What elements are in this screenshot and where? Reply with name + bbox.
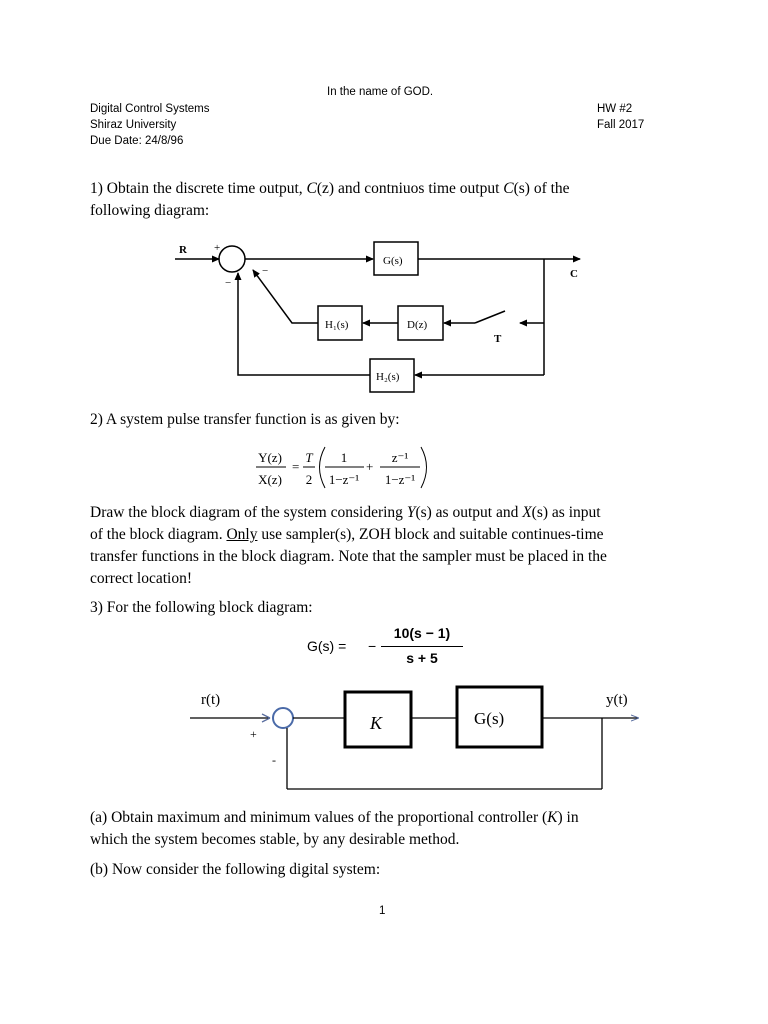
- plus-sign-3: +: [250, 727, 257, 741]
- minus-sign-2: −: [262, 265, 268, 277]
- gs-fraction-bar: [381, 646, 463, 647]
- g-s-block-label: G(s): [474, 709, 504, 728]
- input-label-r: R: [179, 244, 188, 256]
- block-g: [455, 685, 544, 749]
- question-3-text: 3) For the following block diagram:: [90, 599, 313, 616]
- input-label-r-t: r(t): [201, 692, 220, 708]
- part-a-line-2: which the system becomes stable, by any …: [90, 831, 460, 848]
- page-number: 1: [379, 905, 386, 917]
- question-1-line-2: following diagram:: [90, 202, 210, 219]
- document-title: In the name of GOD.: [327, 86, 434, 98]
- g-s-label: G(s): [383, 255, 403, 267]
- eq-frac2-numerator: z⁻¹: [392, 450, 409, 465]
- question-2-para-line-3: transfer functions in the block diagram.…: [90, 548, 607, 565]
- homework-number: HW #2: [597, 103, 633, 115]
- question-2-para-line-4: correct location!: [90, 570, 192, 587]
- part-b-text: (b) Now consider the following digital s…: [90, 861, 381, 878]
- sampler-label-t: T: [494, 333, 502, 345]
- output-label-c: C: [570, 268, 578, 280]
- output-label-y-t: y(t): [606, 692, 628, 708]
- question-1-line-1: 1) Obtain the discrete time output, C(z)…: [90, 180, 570, 197]
- h1-s-label: H₁(s): [325, 319, 349, 331]
- d-z-label: D(z): [407, 319, 427, 331]
- gs-minus: −: [368, 638, 377, 654]
- eq-frac1-denominator: 1−z⁻¹: [329, 472, 359, 487]
- due-date: Due Date: 24/8/96: [90, 135, 184, 147]
- part-a-line-1: (a) Obtain maximum and minimum values of…: [90, 809, 579, 826]
- university-name: Shiraz University: [90, 119, 177, 131]
- eq-t-numerator: T: [305, 450, 313, 465]
- k-label: K: [369, 713, 383, 733]
- gs-numerator: 10(s − 1): [393, 625, 451, 641]
- gs-denominator: s + 5: [406, 650, 438, 666]
- course-name: Digital Control Systems: [90, 103, 210, 115]
- gs-lhs: G(s) =: [307, 638, 347, 654]
- question-2-para-line-2: of the block diagram. Only use sampler(s…: [90, 526, 604, 543]
- summing-junction-3: [272, 707, 294, 729]
- minus-sign-3: -: [272, 753, 276, 767]
- eq-lhs-denominator: X(z): [258, 472, 282, 487]
- eq-lhs-numerator: Y(z): [258, 450, 282, 465]
- eq-frac2-denominator: 1−z⁻¹: [385, 472, 415, 487]
- term: Fall 2017: [597, 119, 645, 131]
- block-k: [343, 690, 413, 749]
- eq-t-denominator: 2: [306, 472, 313, 487]
- eq-frac1-numerator: 1: [341, 450, 348, 465]
- minus-sign-1: −: [225, 277, 231, 289]
- question-2-para-line-1: Draw the block diagram of the system con…: [90, 504, 601, 521]
- eq-equals: =: [292, 459, 299, 474]
- plus-sign: +: [214, 242, 220, 254]
- eq-plus: +: [366, 459, 373, 474]
- h2-s-label: H₂(s): [376, 371, 400, 383]
- question-2-text: 2) A system pulse transfer function is a…: [90, 411, 400, 428]
